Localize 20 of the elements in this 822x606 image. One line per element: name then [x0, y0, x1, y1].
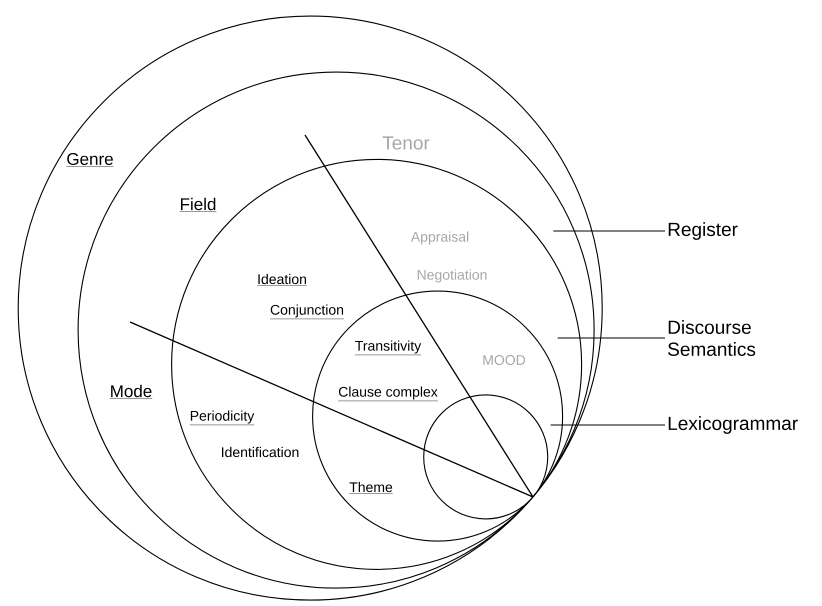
- stratum-label: Register: [668, 222, 738, 240]
- term-label: Transitivity: [354, 340, 422, 356]
- term-label: Theme: [349, 482, 393, 494]
- leader-line: [550, 424, 665, 426]
- term-label: Appraisal: [410, 231, 468, 245]
- leader-line: [558, 337, 665, 339]
- term-label: Tenor: [382, 136, 430, 150]
- stratum-label: Lexicogrammar: [668, 416, 798, 434]
- term-label: Periodicity: [190, 410, 254, 426]
- term-label: Ideation: [256, 274, 308, 286]
- term-label: Mode: [110, 384, 152, 399]
- term-label: Field: [179, 198, 217, 212]
- term-label: Genre: [66, 152, 114, 167]
- term-label: Identification: [222, 446, 298, 458]
- term-label: Conjunction: [270, 304, 344, 320]
- stratum-label: Discourse Semantics: [668, 320, 756, 356]
- leader-line: [553, 230, 665, 232]
- term-label: Negotiation: [418, 269, 486, 283]
- term-label: Clause complex: [338, 386, 438, 402]
- term-label: MOOD: [483, 355, 526, 365]
